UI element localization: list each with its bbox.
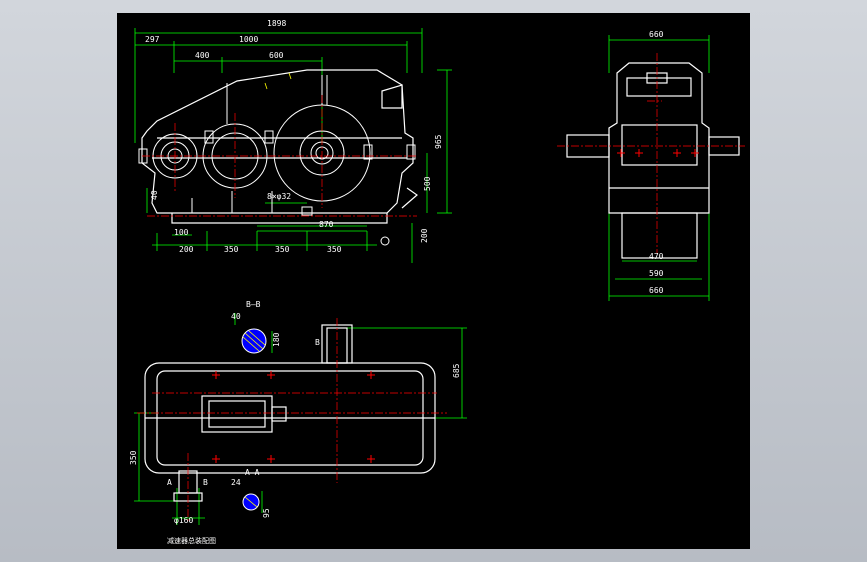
- top-view: 685 350 B—B 40 180 A—A 24 95 φ160 A B B: [129, 300, 467, 525]
- dim-inner-600: 600: [269, 51, 284, 60]
- dim-top-height-right: 685: [452, 363, 461, 378]
- dim-span-top: 1000: [239, 35, 258, 44]
- side-view: 660 470 590 660: [557, 30, 745, 301]
- label-section-a: A—A: [245, 468, 260, 477]
- dim-key-depth-b: 180: [272, 332, 281, 347]
- dim-bolt-label: 8×φ32: [267, 192, 291, 201]
- dim-side-top-width: 660: [649, 30, 664, 39]
- label-letter-a: A: [167, 478, 172, 487]
- section-b: [234, 313, 273, 354]
- dim-side-bottom-outer: 660: [649, 286, 664, 295]
- dim-shaft-dia: φ160: [174, 516, 193, 525]
- dim-right-200: 200: [420, 228, 429, 243]
- front-view: 1898 297 1000 400 600 965 500 40 8×φ32 8…: [134, 19, 452, 263]
- dim-side-bottom-inner: 470: [649, 252, 664, 261]
- dim-top-height-left: 350: [129, 450, 138, 465]
- cad-drawing-canvas[interactable]: 1898 297 1000 400 600 965 500 40 8×φ32 8…: [117, 13, 750, 549]
- dim-key-depth-a: 95: [262, 508, 271, 518]
- label-letter-b: B: [203, 478, 208, 487]
- dim-seg-350c: 350: [327, 245, 342, 254]
- label-section-b: B—B: [246, 300, 261, 309]
- dim-seg-350b: 350: [275, 245, 290, 254]
- drawing-caption: 减速器总装配图: [167, 536, 216, 545]
- dim-base-thick: 40: [150, 190, 159, 200]
- dim-key-width-a: 24: [231, 478, 241, 487]
- dim-height-center: 500: [423, 176, 432, 191]
- dim-seg-350a: 350: [224, 245, 239, 254]
- dim-side-bottom-mid: 590: [649, 269, 664, 278]
- dim-bolt-span: 870: [319, 220, 334, 229]
- dim-base-100: 100: [174, 228, 189, 237]
- label-letter-b-top: B: [315, 338, 320, 347]
- dim-left-offset: 297: [145, 35, 160, 44]
- dim-height-total: 965: [434, 134, 443, 149]
- dim-inner-400: 400: [195, 51, 210, 60]
- cad-drawing: 1898 297 1000 400 600 965 500 40 8×φ32 8…: [129, 19, 745, 545]
- dim-overall: 1898: [267, 19, 286, 28]
- section-a: [242, 491, 263, 513]
- dim-key-width-b: 40: [231, 312, 241, 321]
- dim-seg-200: 200: [179, 245, 194, 254]
